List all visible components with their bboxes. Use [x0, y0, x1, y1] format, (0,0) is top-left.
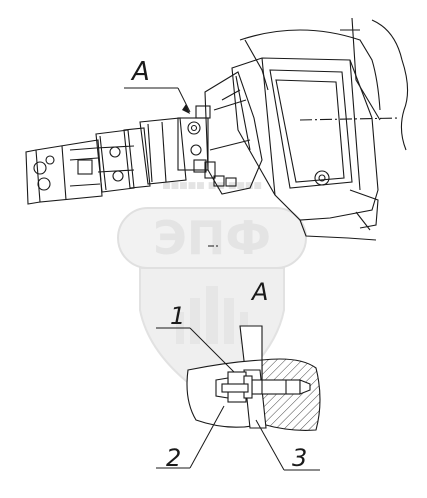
watermark-text: ЭПФ [153, 211, 271, 265]
view-label-a-detail: A [250, 278, 268, 306]
callout-1: 1 [170, 302, 185, 330]
assembly-top-view [25, 17, 409, 241]
callout-3: 3 [292, 444, 307, 472]
bolt [215, 371, 311, 403]
watermark-small-text: ■■■■■ ■■ ■■■■ [162, 181, 262, 191]
view-a-callout-top: A [124, 57, 191, 114]
detail-view-a: A 1 2 [156, 278, 321, 472]
view-label-a-top: A [130, 57, 150, 87]
callout-2: 2 [166, 444, 181, 472]
